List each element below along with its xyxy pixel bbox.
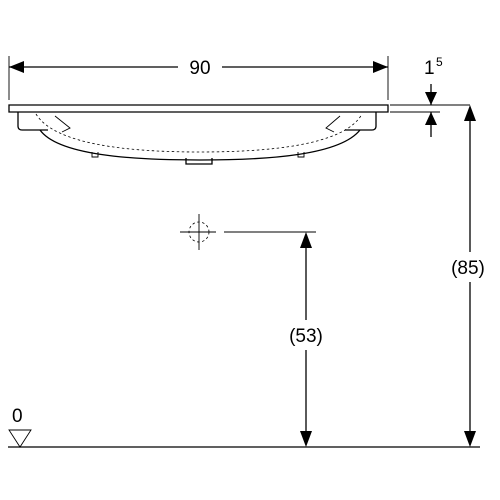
- floor-datum-triangle: [8, 429, 32, 448]
- basin-outline: [8, 104, 389, 165]
- rim-thickness-superscript: 5: [436, 55, 443, 69]
- width-dimension: 90: [8, 56, 389, 100]
- arrow-up: [425, 112, 437, 125]
- rim-thickness-label: 1: [424, 58, 435, 79]
- arrow-right: [373, 61, 388, 73]
- arrow-left: [9, 61, 24, 73]
- arrow-down: [464, 431, 476, 447]
- arrow-down: [300, 431, 312, 447]
- overall-height-dimension: (85): [451, 105, 485, 447]
- width-label: 90: [189, 58, 210, 79]
- rim-thickness-dimension: 1 5: [390, 55, 470, 137]
- waste-height-label: (53): [289, 326, 323, 347]
- arrow-up: [464, 105, 476, 121]
- floor-label: 0: [12, 406, 23, 427]
- waste-height-dimension: (53): [289, 232, 323, 447]
- arrow-down: [425, 92, 437, 105]
- arrow-up: [300, 232, 312, 248]
- floor-reference: 0: [8, 406, 480, 448]
- overall-height-label: (85): [451, 258, 485, 279]
- waste-centre-mark: [180, 214, 316, 250]
